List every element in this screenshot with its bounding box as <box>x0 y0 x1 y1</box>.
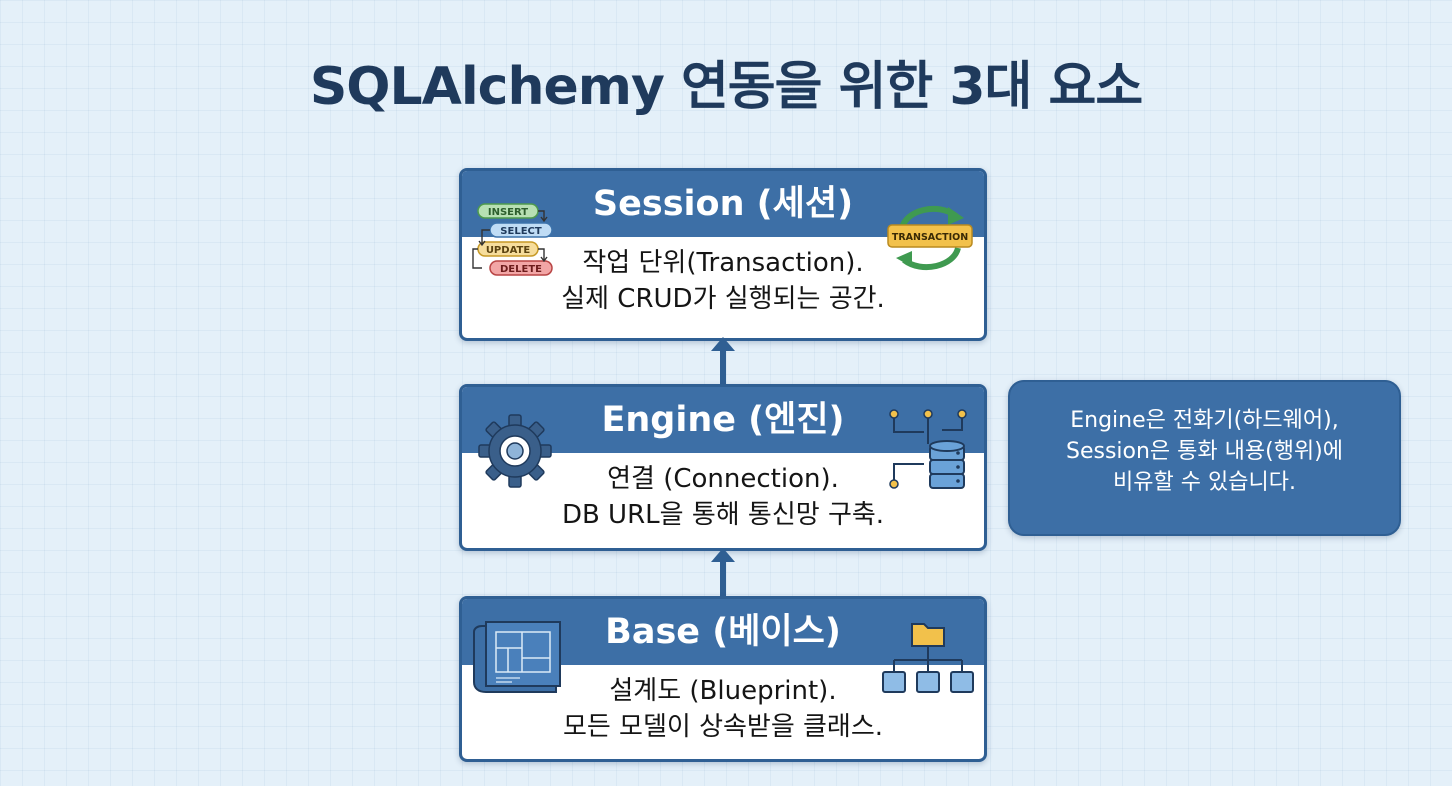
engine-card: Engine (엔진) 연결 (Connection). DB URL을 통해 … <box>459 384 987 551</box>
note-line-1: Engine은 전화기(하드웨어), <box>1070 408 1339 433</box>
note-line-2: Session은 통화 내용(행위)에 <box>1065 439 1343 464</box>
gear-icon <box>478 414 552 488</box>
transaction-cycle-icon: TRANSACTION <box>887 205 973 271</box>
crud-tag-select-label: SELECT <box>500 226 542 237</box>
base-line-2: 모든 모델이 상속받을 클래스. <box>562 712 884 742</box>
analogy-note: Engine은 전화기(하드웨어), Session은 통화 내용(행위)에 비… <box>1008 380 1401 536</box>
session-body: 작업 단위(Transaction). 실제 CRUD가 실행되는 공간. <box>462 237 984 317</box>
engine-line-2: DB URL을 통해 통신망 구축. <box>561 500 885 530</box>
crud-tag-insert-label: INSERT <box>488 207 528 218</box>
crud-list-icon: INSERT SELECT UPDATE DELETE <box>472 203 553 276</box>
engine-line-1: 연결 (Connection). <box>607 464 839 494</box>
crud-tag-delete-label: DELETE <box>500 264 542 275</box>
engine-header: Engine (엔진) <box>462 387 984 453</box>
page-title: SQLAlchemy 연동을 위한 3대 요소 <box>309 57 1143 117</box>
arrow-up-icon <box>711 337 735 389</box>
transaction-badge-label: TRANSACTION <box>892 232 968 243</box>
session-line-2: 실제 CRUD가 실행되는 공간. <box>561 284 885 314</box>
folder-hierarchy-icon <box>882 623 974 693</box>
arrow-up-icon <box>711 548 735 600</box>
session-line-1: 작업 단위(Transaction). <box>582 248 864 278</box>
crud-tag-update-label: UPDATE <box>486 245 531 256</box>
blueprint-icon <box>473 621 561 693</box>
note-line-3: 비유할 수 있습니다. <box>1113 470 1296 495</box>
engine-body: 연결 (Connection). DB URL을 통해 통신망 구축. <box>462 453 984 533</box>
crud-tag-delete <box>489 260 553 276</box>
database-network-icon <box>889 409 967 489</box>
base-body: 설계도 (Blueprint). 모든 모델이 상속받을 클래스. <box>462 665 984 745</box>
base-line-1: 설계도 (Blueprint). <box>609 676 837 706</box>
